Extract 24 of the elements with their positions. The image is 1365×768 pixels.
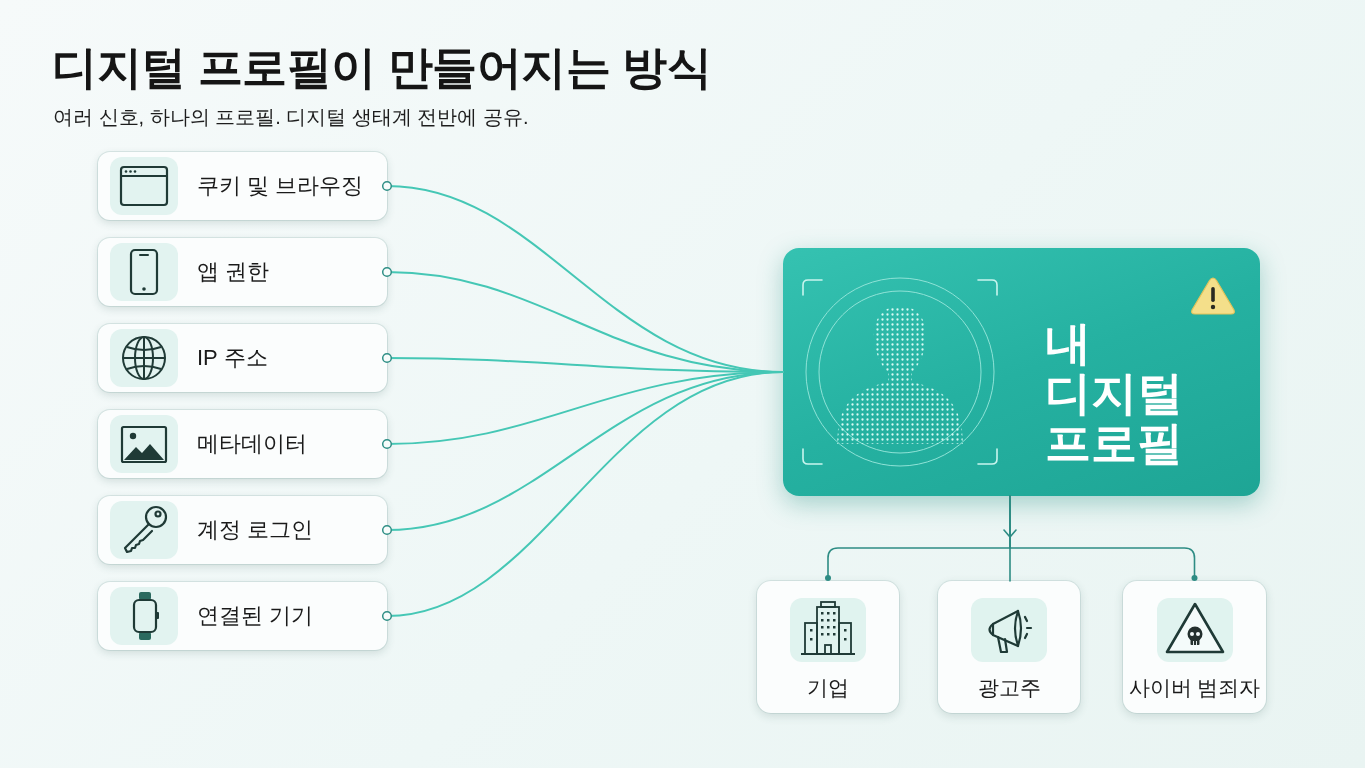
title: 디지털 프로필이 만들어지는 방식 — [52, 41, 711, 95]
source-card — [98, 410, 387, 478]
connector — [381, 371, 784, 622]
card-label: 사이버 범죄자 — [1127, 675, 1262, 701]
connector — [1009, 495, 1198, 581]
card-label: 앱 권한 — [197, 258, 270, 286]
recipient-card — [938, 581, 1080, 713]
subtitle: 여러 신호, 하나의 프로필. 디지털 생태계 전반에 공유. — [53, 105, 529, 130]
card-label: 쿠키 및 브라우징 — [197, 172, 364, 200]
card-label: IP 주소 — [197, 344, 268, 372]
source-card — [98, 496, 387, 564]
source-card — [98, 152, 387, 220]
source-card — [98, 582, 387, 650]
recipient-card — [1123, 581, 1266, 713]
card-label: 계정 로그인 — [197, 516, 314, 544]
recipient-card — [757, 581, 899, 713]
card-label: 연결된 기기 — [197, 602, 314, 630]
profile-title: 내 디지털 프로필 — [1045, 318, 1184, 468]
card-label: 메타데이터 — [197, 430, 307, 458]
card-label: 기업 — [806, 675, 850, 701]
profile-card — [783, 248, 1260, 496]
source-card — [98, 324, 387, 392]
card-label: 광고주 — [976, 675, 1042, 701]
source-card — [98, 238, 387, 306]
